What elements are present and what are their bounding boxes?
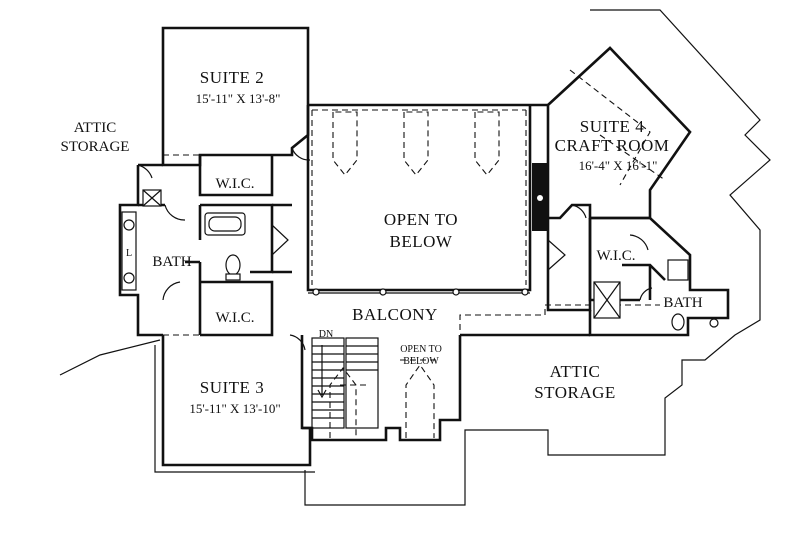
bath-left-label: BATH [152, 254, 191, 270]
suite3-dims: 15'-11" X 13'-10" [189, 401, 280, 416]
open-small-line2: BELOW [403, 356, 439, 367]
wic-lower-label: W.I.C. [215, 310, 254, 326]
attic-left-line1: ATTIC [74, 120, 117, 136]
roof-outlines [59, 9, 771, 506]
bath-fixtures-left [121, 189, 246, 291]
staircase [311, 337, 379, 429]
open-main-line1: OPEN TO [384, 210, 458, 229]
attic-right-line2: STORAGE [534, 383, 616, 402]
balcony-label: BALCONY [352, 305, 438, 324]
attic-left-line2: STORAGE [61, 139, 130, 155]
suite4-name: SUITE 4 [580, 117, 644, 136]
suite4-dims: 16'-4" X 16'-1" [579, 158, 658, 173]
suite2-dims: 15'-11" X 13'-8" [196, 91, 281, 106]
open-main-line2: BELOW [390, 232, 453, 251]
linen-label: L [126, 248, 132, 259]
balcony-rail [308, 288, 530, 296]
suite2-name: SUITE 2 [200, 68, 264, 87]
suite4-sub: CRAFT ROOM [555, 136, 670, 155]
attic-right-line1: ATTIC [550, 362, 601, 381]
wic-upper-label: W.I.C. [215, 176, 254, 192]
open-small-line1: OPEN TO [400, 344, 442, 355]
door-swings [137, 147, 653, 351]
wic-right-label: W.I.C. [596, 248, 635, 264]
stair-dn-label: DN [319, 329, 333, 340]
dashed-lines [163, 69, 666, 386]
suite3-name: SUITE 3 [200, 378, 264, 397]
bath-fixtures-right [593, 259, 719, 331]
bath-right-label: BATH [663, 295, 702, 311]
dormer-marks [329, 111, 500, 438]
